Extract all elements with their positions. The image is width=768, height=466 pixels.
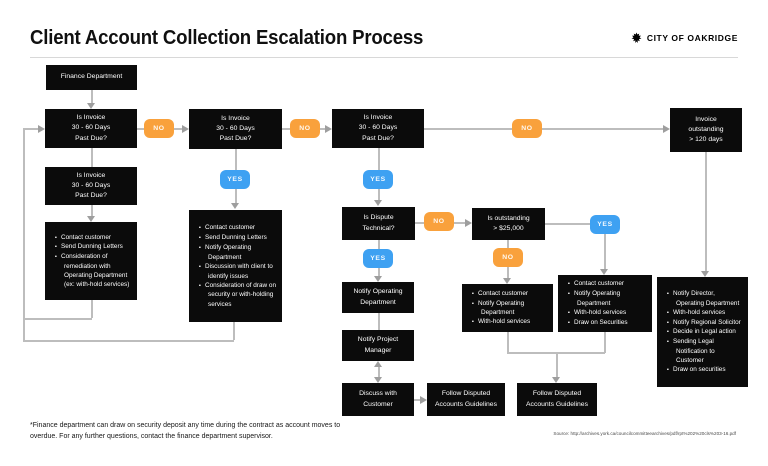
pill-no-overdue4-to-invoice120: NO <box>512 119 542 138</box>
connector-line <box>415 222 424 224</box>
connector-line <box>235 149 237 170</box>
connector-line <box>453 222 465 224</box>
node-follow-disputed-guidelines-1: Follow Disputed Accounts Guidelines <box>427 383 505 416</box>
connector-line <box>378 366 380 378</box>
connector-line <box>174 128 182 130</box>
connector-line <box>23 128 38 130</box>
actions-over-25k-list: Contact customerNotify Operating Departm… <box>568 279 648 327</box>
arrowhead <box>420 396 427 404</box>
actions-legal-box: Notify Director, Operating DepartmentWit… <box>657 277 748 387</box>
connector-line <box>424 128 512 130</box>
pill-no-dispute-to-outstanding: NO <box>424 212 454 231</box>
connector-line <box>91 90 93 104</box>
connector-line <box>378 313 380 330</box>
node-invoice-outstanding-120-days: Invoice outstanding > 120 days <box>670 108 742 152</box>
decision-invoice-overdue-3: Is Invoice 30 - 60 Days Past Due? <box>189 109 282 149</box>
connector-line <box>23 128 25 341</box>
connector-line <box>91 148 93 167</box>
connector-line <box>137 128 144 130</box>
decision-outstanding-25k: Is outstanding > $25,000 <box>472 208 545 240</box>
arrowhead <box>552 377 560 383</box>
connector-line <box>545 223 590 225</box>
connector-line <box>23 318 92 320</box>
pill-no-overdue1-to-overdue3: NO <box>144 119 174 138</box>
connector-line <box>233 322 235 340</box>
connector-line <box>507 332 509 353</box>
arrowhead <box>374 200 382 206</box>
connector-line <box>604 332 606 353</box>
connector-line <box>556 352 558 377</box>
actions-stage2-list: Contact customerSend Dunning LettersNoti… <box>199 223 278 308</box>
arrowhead <box>465 219 472 227</box>
arrowhead <box>374 361 382 367</box>
node-notify-operating-department: Notify Operating Department <box>342 282 414 313</box>
arrowhead <box>374 377 382 383</box>
brand-logo: CITY OF OAKRIDGE <box>631 32 738 44</box>
arrowhead <box>701 271 709 277</box>
source-citation: Source: http://archives.york.ca/councilc… <box>553 431 736 436</box>
pill-no-outstanding-under-25k: NO <box>493 248 523 267</box>
arrowhead <box>374 276 382 282</box>
page-title: Client Account Collection Escalation Pro… <box>30 27 424 49</box>
connector-line <box>705 152 707 271</box>
connector-line <box>413 399 420 401</box>
node-discuss-with-customer: Discuss with Customer <box>342 383 414 416</box>
actions-stage1-list: Contact customerSend Dunning LettersCons… <box>55 233 133 290</box>
arrowhead <box>325 125 332 133</box>
connector-line <box>282 128 290 130</box>
connector-line <box>604 234 606 269</box>
actions-stage1-box: Contact customerSend Dunning LettersCons… <box>45 222 137 300</box>
arrowhead <box>87 103 95 109</box>
connector-line <box>507 240 509 248</box>
actions-over-25k-box: Contact customerNotify Operating Departm… <box>558 275 652 332</box>
actions-under-25k-list: Contact customerNotify Operating Departm… <box>472 289 549 327</box>
connector-line <box>23 340 234 342</box>
node-follow-disputed-guidelines-2: Follow Disputed Accounts Guidelines <box>517 383 597 416</box>
pill-yes-overdue4-to-dispute: YES <box>363 170 393 189</box>
connector-line <box>378 268 380 276</box>
connector-line <box>507 267 509 278</box>
decision-invoice-overdue-4: Is Invoice 30 - 60 Days Past Due? <box>332 109 424 148</box>
connector-line <box>320 128 325 130</box>
node-finance-department: Finance Department <box>46 65 137 90</box>
header-divider <box>30 57 738 58</box>
pill-yes-outstanding-over-25k: YES <box>590 215 620 234</box>
connector-line <box>378 148 380 170</box>
decision-dispute-technical: Is Dispute Technical? <box>342 207 415 240</box>
arrowhead <box>87 216 95 222</box>
decision-invoice-overdue-2: Is Invoice 30 - 60 Days Past Due? <box>45 167 137 205</box>
arrowhead <box>38 125 45 133</box>
maple-leaf-icon <box>631 32 642 43</box>
connector-line <box>378 240 380 249</box>
pill-no-overdue3-to-overdue4: NO <box>290 119 320 138</box>
arrowhead <box>182 125 189 133</box>
connector-line <box>91 205 93 216</box>
arrowhead <box>503 278 511 284</box>
arrowhead <box>600 269 608 275</box>
connector-line <box>542 128 663 130</box>
node-notify-project-manager: Notify Project Manager <box>342 330 414 361</box>
footnote: *Finance department can draw on security… <box>30 422 341 440</box>
actions-stage2-box: Contact customerSend Dunning LettersNoti… <box>189 210 282 322</box>
pill-yes-overdue3-to-actions2: YES <box>220 170 250 189</box>
pill-yes-dispute-to-notify: YES <box>363 249 393 268</box>
actions-legal-list: Notify Director, Operating DepartmentWit… <box>667 289 744 375</box>
brand-name: CITY OF OAKRIDGE <box>646 33 738 43</box>
actions-under-25k-box: Contact customerNotify Operating Departm… <box>462 284 553 332</box>
decision-invoice-overdue-1: Is Invoice 30 - 60 Days Past Due? <box>45 109 137 148</box>
connector-line <box>235 189 237 203</box>
connector-line <box>91 300 93 318</box>
arrowhead <box>663 125 670 133</box>
arrowhead <box>231 203 239 209</box>
connector-line <box>378 189 380 201</box>
